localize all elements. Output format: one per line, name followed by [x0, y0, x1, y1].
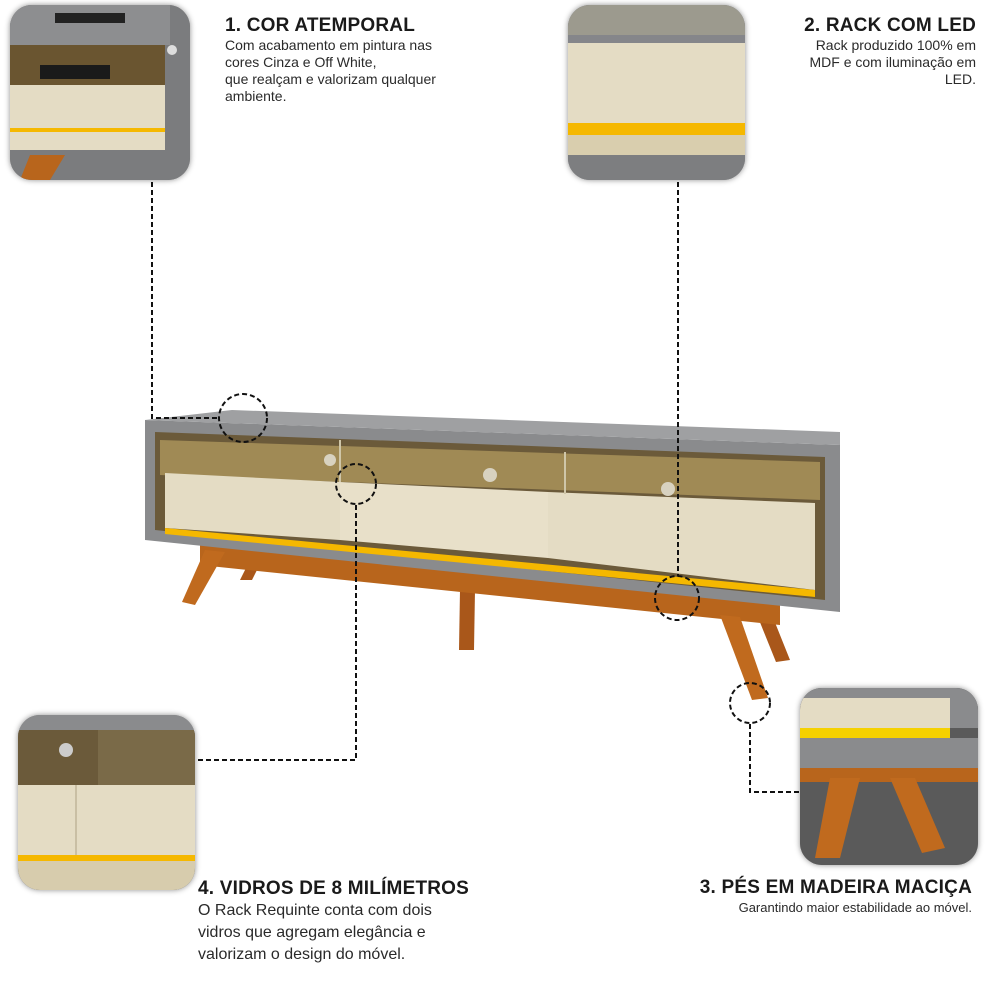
cable-hole: [483, 468, 497, 482]
feature-line: ambiente.: [225, 88, 287, 104]
feature-line: MDF e com iluminação em: [809, 54, 977, 70]
callout-lines: [151, 182, 800, 793]
feature-line: valorizam o design do móvel.: [198, 946, 406, 963]
feature-line: O Rack Requinte conta com dois: [198, 902, 432, 919]
feature-line: cores Cinza e Off White,: [225, 54, 377, 70]
led-strip: [165, 528, 815, 597]
feature-line: Rack produzido 100% em: [815, 37, 976, 53]
feature-line: vidros que agregam elegância e: [198, 924, 426, 941]
rack-leg: [459, 590, 475, 650]
feature-line: LED.: [944, 71, 976, 87]
feature-1: 1. COR ATEMPORAL Com acabamento em pintu…: [225, 15, 505, 105]
drawer: [340, 482, 548, 558]
cable-hole: [661, 482, 675, 496]
drawer: [165, 473, 340, 540]
inset-legs-detail: [800, 688, 978, 865]
rack-leg: [182, 550, 225, 605]
rack-leg: [720, 615, 768, 700]
rack-top: [145, 410, 840, 445]
feature-4: 4. VIDROS DE 8 MILÍMETROS O Rack Requint…: [198, 878, 528, 966]
feature-title: 2. RACK COM LED: [804, 15, 976, 36]
feature-title: 1. COR ATEMPORAL: [225, 15, 416, 36]
feature-line: Com acabamento em pintura nas: [225, 37, 432, 53]
inset-glass-detail: [18, 715, 195, 890]
cable-hole: [324, 454, 336, 466]
feature-line: que realçam e valorizam qualquer: [225, 71, 436, 87]
feature-2: 2. RACK COM LED Rack produzido 100% em M…: [756, 15, 976, 88]
drawer: [548, 492, 815, 590]
feature-line: Garantindo maior estabilidade ao móvel.: [738, 900, 972, 915]
rack-base: [200, 545, 780, 625]
inset-led-detail: [568, 5, 745, 180]
feature-title: 4. VIDROS DE 8 MILÍMETROS: [198, 878, 470, 899]
inset-color-detail: [10, 5, 190, 180]
feature-title: 3. PÉS EM MADEIRA MACIÇA: [699, 877, 972, 898]
feature-3: 3. PÉS EM MADEIRA MACIÇA Garantindo maio…: [642, 877, 972, 916]
